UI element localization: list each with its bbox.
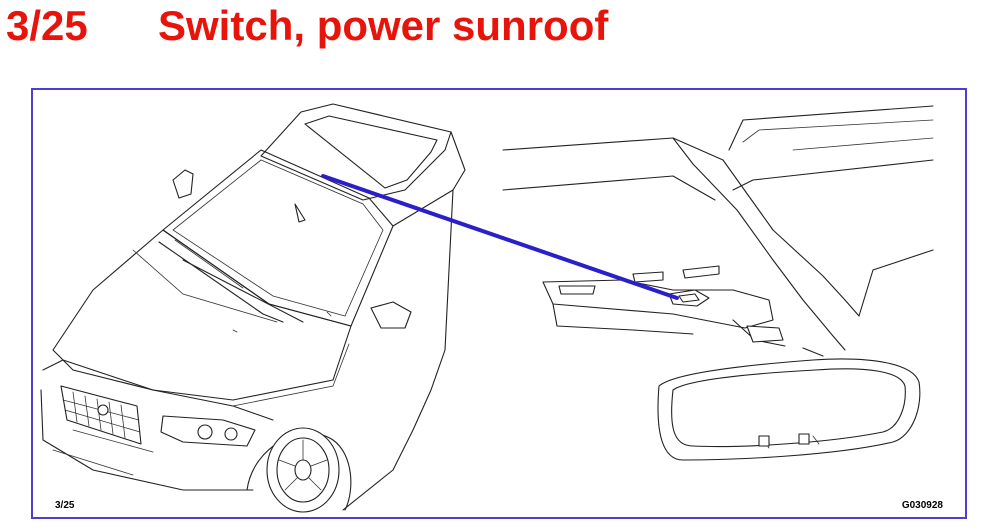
illustration-frame: 3/25 G030928 (31, 88, 967, 519)
pointer-line (321, 174, 679, 300)
page-number: 3/25 (6, 2, 88, 49)
page-header: 3/25 Switch, power sunroof (0, 0, 986, 60)
overhead-console-illustration (502, 105, 934, 461)
figure-number: 3/25 (55, 500, 75, 511)
car-illustration (40, 103, 466, 513)
illustration-svg (40, 103, 934, 513)
page-title: Switch, power sunroof (158, 2, 609, 49)
figure-code: G030928 (901, 500, 943, 511)
